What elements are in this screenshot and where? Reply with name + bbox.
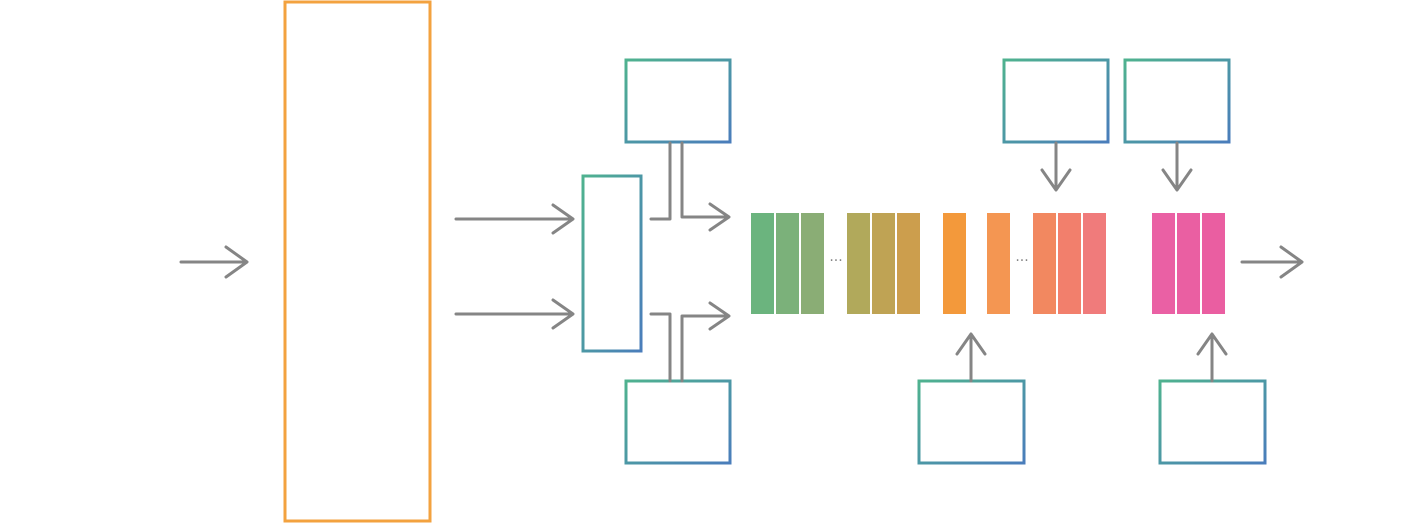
token-bar-3	[801, 213, 824, 314]
token-bar-9	[1033, 213, 1056, 314]
top-input-box-3	[1123, 58, 1231, 144]
token-bar-14	[1202, 213, 1225, 314]
bottom-input-box-2	[917, 379, 1026, 465]
bottom-input-box-1	[624, 379, 732, 465]
token-ellipsis-1: ···	[829, 253, 842, 269]
token-bar-13	[1177, 213, 1200, 314]
top-connector	[649, 141, 731, 232]
panel-to-block-arrow-bottom	[454, 298, 575, 330]
token-bar-6	[897, 213, 920, 314]
token-bar-4	[847, 213, 870, 314]
bottom-box-2-arrow	[955, 332, 987, 383]
token-bar-10	[1058, 213, 1081, 314]
top-box-3-arrow	[1161, 141, 1193, 192]
input-panel	[283, 0, 432, 523]
token-bar-2	[776, 213, 799, 314]
token-sequence	[751, 213, 1225, 314]
token-bar-12	[1152, 213, 1175, 314]
top-input-box-1	[624, 58, 732, 144]
top-input-box-2	[1002, 58, 1110, 144]
panel-to-block-arrow-top	[454, 203, 575, 235]
bottom-input-box-3	[1158, 379, 1267, 465]
token-bar-7	[943, 213, 966, 314]
bottom-box-3-arrow	[1196, 332, 1228, 383]
token-bar-8	[987, 213, 1010, 314]
token-bar-1	[751, 213, 774, 314]
input-arrow	[179, 245, 249, 279]
token-bar-5	[872, 213, 895, 314]
output-arrow	[1240, 245, 1304, 279]
bottom-connector	[649, 301, 731, 383]
top-box-2-arrow	[1040, 141, 1072, 192]
merge-block	[581, 174, 643, 353]
token-bar-11	[1083, 213, 1106, 314]
token-ellipsis-2: ···	[1015, 253, 1028, 269]
